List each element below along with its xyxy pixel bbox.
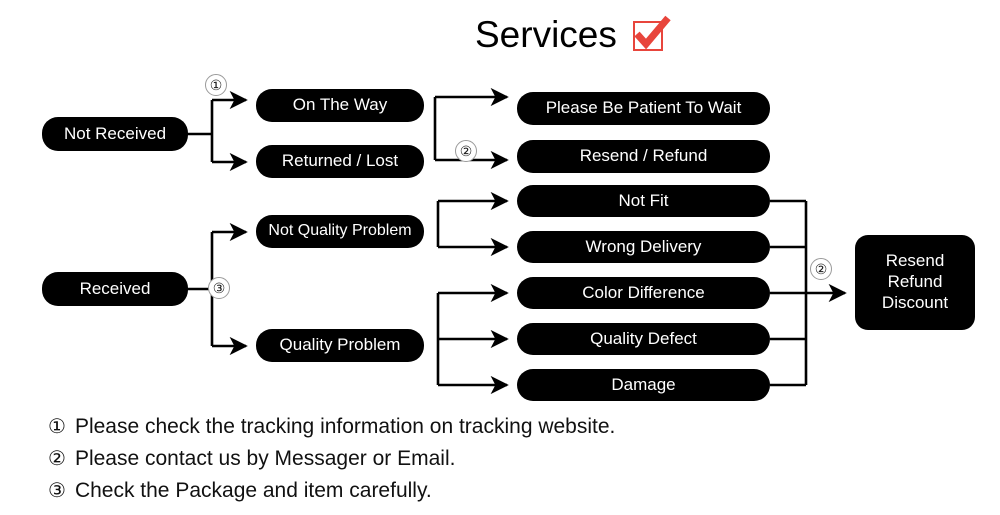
footnote-number: ③ (48, 480, 66, 502)
node-wrong-delivery[interactable]: Wrong Delivery (517, 231, 770, 263)
node-quality-problem[interactable]: Quality Problem (256, 329, 424, 362)
node-resend-refund-discount[interactable]: Resend Refund Discount (855, 235, 975, 330)
node-quality-defect[interactable]: Quality Defect (517, 323, 770, 355)
marker-step-2-right: ② (810, 258, 832, 280)
node-not-received[interactable]: Not Received (42, 117, 188, 151)
footnote-number: ① (48, 416, 66, 438)
footnote-number: ② (48, 448, 66, 470)
footnote-text: Please contact us by Messager or Email. (74, 447, 456, 470)
node-not-quality-problem[interactable]: Not Quality Problem (256, 215, 424, 248)
marker-step-1: ① (205, 74, 227, 96)
marker-step-3: ③ (208, 277, 230, 299)
node-received[interactable]: Received (42, 272, 188, 306)
outcome-line-3: Discount (881, 292, 949, 312)
outcome-line-2: Refund (887, 272, 943, 292)
footnote-text: Check the Package and item carefully. (74, 479, 432, 502)
node-damage[interactable]: Damage (517, 369, 770, 401)
footnote-text: Please check the tracking information on… (74, 415, 616, 438)
footnote-item: ① Please check the tracking information … (48, 414, 648, 439)
node-resend-refund[interactable]: Resend / Refund (517, 140, 770, 173)
page-title: Services (475, 8, 671, 60)
node-color-difference[interactable]: Color Difference (517, 277, 770, 309)
checkbox-checked-icon (631, 15, 671, 53)
footnote-item: ③ Check the Package and item carefully. (48, 478, 648, 503)
footnote-list: ① Please check the tracking information … (48, 414, 648, 510)
node-please-be-patient-to-wait[interactable]: Please Be Patient To Wait (517, 92, 770, 125)
node-not-fit[interactable]: Not Fit (517, 185, 770, 217)
node-on-the-way[interactable]: On The Way (256, 89, 424, 122)
outcome-line-1: Resend (885, 251, 945, 271)
footnote-item: ② Please contact us by Messager or Email… (48, 446, 648, 471)
node-returned-lost[interactable]: Returned / Lost (256, 145, 424, 178)
title-text: Services (475, 13, 617, 55)
marker-step-2-top: ② (455, 140, 477, 162)
